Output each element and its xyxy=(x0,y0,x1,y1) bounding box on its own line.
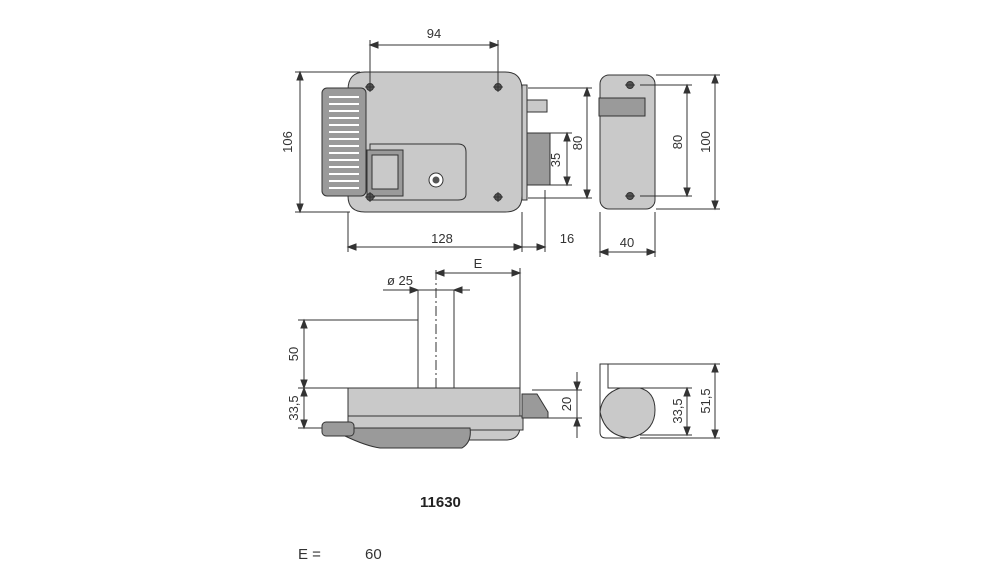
dimension-35 xyxy=(550,131,572,187)
dimension-33-5-end xyxy=(640,386,692,437)
dimension-128-16 xyxy=(346,190,547,252)
bottom-tab xyxy=(321,421,355,437)
end-cylinder xyxy=(599,387,656,439)
screws-side xyxy=(625,81,635,200)
dimension-80-front xyxy=(528,86,592,200)
model-number: 11630 xyxy=(420,494,461,511)
front-view xyxy=(295,40,592,252)
cylinder-shaft xyxy=(417,270,455,410)
dimension-94 xyxy=(368,40,500,82)
bottom-view xyxy=(298,268,582,449)
dimension-cylinder-dia xyxy=(383,286,470,294)
dimension-e xyxy=(434,268,522,388)
vent-grille xyxy=(321,87,367,197)
bottom-dark-part xyxy=(344,427,471,449)
body-flange xyxy=(521,84,528,201)
label-40: 40 xyxy=(620,235,634,250)
screws-front xyxy=(365,82,503,202)
label-50: 50 xyxy=(286,347,301,361)
label-35: 35 xyxy=(548,153,563,167)
label-80-side: 80 xyxy=(670,135,685,149)
keyhole xyxy=(432,176,440,184)
label-106: 106 xyxy=(280,131,295,153)
dimension-20 xyxy=(532,372,582,438)
latch-bolt xyxy=(526,99,548,113)
label-16: 16 xyxy=(560,231,574,246)
dimension-50 xyxy=(298,318,418,390)
dimension-40 xyxy=(598,212,657,257)
dimension-106 xyxy=(295,70,360,214)
vent-slots xyxy=(329,96,359,189)
label-e: E xyxy=(474,256,483,271)
side-bolt-slot xyxy=(598,97,646,117)
side-view xyxy=(598,73,720,257)
end-view xyxy=(599,362,720,440)
label-100: 100 xyxy=(698,131,713,153)
dimension-51-5 xyxy=(608,362,720,440)
label-20: 20 xyxy=(559,397,574,411)
main-bolt xyxy=(526,132,551,186)
side-body xyxy=(599,74,656,210)
dimension-33-5-bottom xyxy=(298,386,348,430)
bottom-bolt xyxy=(521,393,549,419)
label-51-5: 51,5 xyxy=(698,388,713,413)
e-label: E = xyxy=(298,546,321,563)
label-cylinder-dia: ø 25 xyxy=(387,273,413,288)
label-80-front: 80 xyxy=(570,136,585,150)
label-94: 94 xyxy=(427,26,441,41)
label-33-5-bottom: 33,5 xyxy=(286,395,301,420)
label-33-5-end: 33,5 xyxy=(670,398,685,423)
dimension-100 xyxy=(656,73,720,211)
e-value: 60 xyxy=(365,546,382,563)
label-128: 128 xyxy=(431,231,453,246)
push-button-face xyxy=(371,154,399,190)
dimension-80-side xyxy=(640,83,692,198)
